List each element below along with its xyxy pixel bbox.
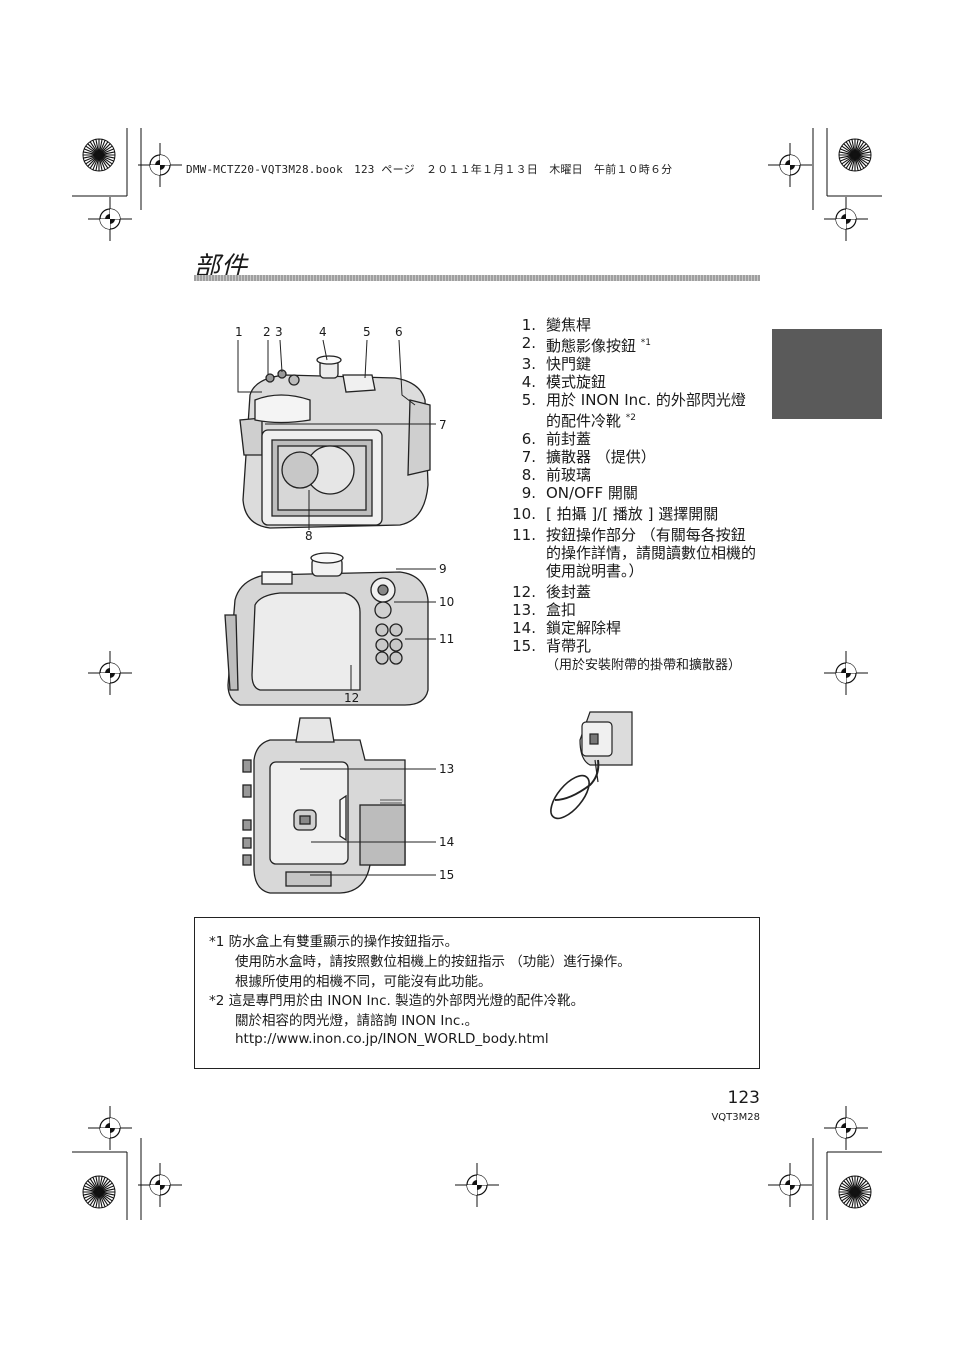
title-underline [194, 275, 760, 281]
list-item: 1. 變焦桿 [521, 316, 592, 334]
callout-11: 11 [439, 632, 454, 646]
list-item: 9. ON/OFF 開關 [521, 484, 638, 502]
list-item: 10. [ 拍攝 ]/[ 播放 ] 選擇開關 [512, 505, 719, 523]
callout-9: 9 [439, 562, 447, 576]
registration-star-icon [82, 1175, 116, 1209]
callout-5: 5 [363, 325, 371, 339]
footnote-2-url: http://www.inon.co.jp/INON_WORLD_body.ht… [235, 1031, 549, 1047]
list-item: 3. 快門鍵 [521, 355, 592, 373]
registration-mark-icon [823, 196, 869, 242]
callout-7: 7 [439, 418, 447, 432]
registration-mark-icon [767, 1162, 813, 1208]
housing-side-illustration [242, 717, 406, 894]
callout-lines-front [237, 339, 436, 530]
callout-13: 13 [439, 762, 454, 776]
list-item: 11. 按鈕操作部分 （有關每各按鈕的操作詳情，請閱讀數位相機的使用說明書。） [512, 526, 757, 580]
registration-mark-icon [87, 650, 133, 696]
strap-attachment-illustration [550, 711, 633, 820]
footnote-2-line-2: 關於相容的閃光燈，請諮詢 INON Inc.。 [235, 1013, 479, 1029]
print-header-info: DMW-MCTZ20-VQT3M28.book 123 ページ ２０１１年１月１… [186, 163, 673, 176]
callout-6: 6 [395, 325, 403, 339]
registration-mark-icon [454, 1162, 500, 1208]
section-side-tab [772, 329, 882, 419]
housing-back-illustration [224, 552, 429, 706]
registration-star-icon [838, 1175, 872, 1209]
callout-14: 14 [439, 835, 454, 849]
registration-mark-icon [767, 142, 813, 188]
document-code: VQT3M28 [711, 1112, 760, 1123]
registration-star-icon [82, 138, 116, 172]
registration-mark-icon [137, 142, 183, 188]
callout-lines-back [350, 568, 436, 690]
list-item: 4. 模式旋鈕 [521, 373, 607, 391]
list-item: 12. 後封蓋 [512, 583, 592, 601]
registration-mark-icon [87, 196, 133, 242]
footnote-box: *1 防水盒上有雙重顯示的操作按鈕指示。 使用防水盒時，請按照數位相機上的按鈕指… [194, 917, 760, 1069]
list-item: 5. 用於 INON Inc. 的外部閃光燈的配件冷靴 *2 [521, 391, 746, 430]
crop-marks [72, 128, 882, 1220]
list-item: 8. 前玻璃 [521, 466, 592, 484]
registration-mark-icon [823, 1105, 869, 1151]
callout-numbers: 1 2 3 4 5 6 7 8 9 10 11 12 13 14 15 [235, 325, 454, 882]
callout-lines-side [300, 768, 436, 876]
list-item: 6. 前封蓋 [521, 430, 592, 448]
callout-12: 12 [344, 691, 359, 705]
footnote-1-line-3: 根據所使用的相機不同，可能沒有此功能。 [235, 974, 492, 990]
footnote-1-line-1: *1 防水盒上有雙重顯示的操作按鈕指示。 [209, 934, 459, 950]
parts-list: 1. 變焦桿 2. 動態影像按鈕 *1 3. 快門鍵 4. 模式旋鈕 5. 用於… [490, 316, 760, 675]
callout-4: 4 [319, 325, 327, 339]
callout-2: 2 [263, 325, 271, 339]
callout-3: 3 [275, 325, 283, 339]
list-item: 14. 鎖定解除桿 [512, 619, 622, 637]
callout-8: 8 [305, 529, 313, 543]
list-item: 13. 盒扣 [512, 601, 577, 619]
housing-front-illustration [239, 355, 431, 529]
registration-mark-icon [823, 650, 869, 696]
registration-mark-icon [87, 1105, 133, 1151]
callout-10: 10 [439, 595, 454, 609]
list-item: 7. 擴散器 （提供） [521, 448, 656, 466]
list-item: 2. 動態影像按鈕 *1 [521, 334, 652, 355]
footnote-2-line-1: *2 這是專門用於由 INON Inc. 製造的外部閃光燈的配件冷靴。 [209, 993, 585, 1009]
registration-mark-icon [137, 1162, 183, 1208]
footnote-1-line-2: 使用防水盒時，請按照數位相機上的按鈕指示 （功能）進行操作。 [235, 954, 631, 970]
page-number: 123 [727, 1088, 760, 1108]
callout-15: 15 [439, 868, 454, 882]
callout-1: 1 [235, 325, 243, 339]
registration-star-icon [838, 138, 872, 172]
list-item: 15. 背帶孔（用於安裝附帶的掛帶和擴散器） [512, 637, 742, 673]
